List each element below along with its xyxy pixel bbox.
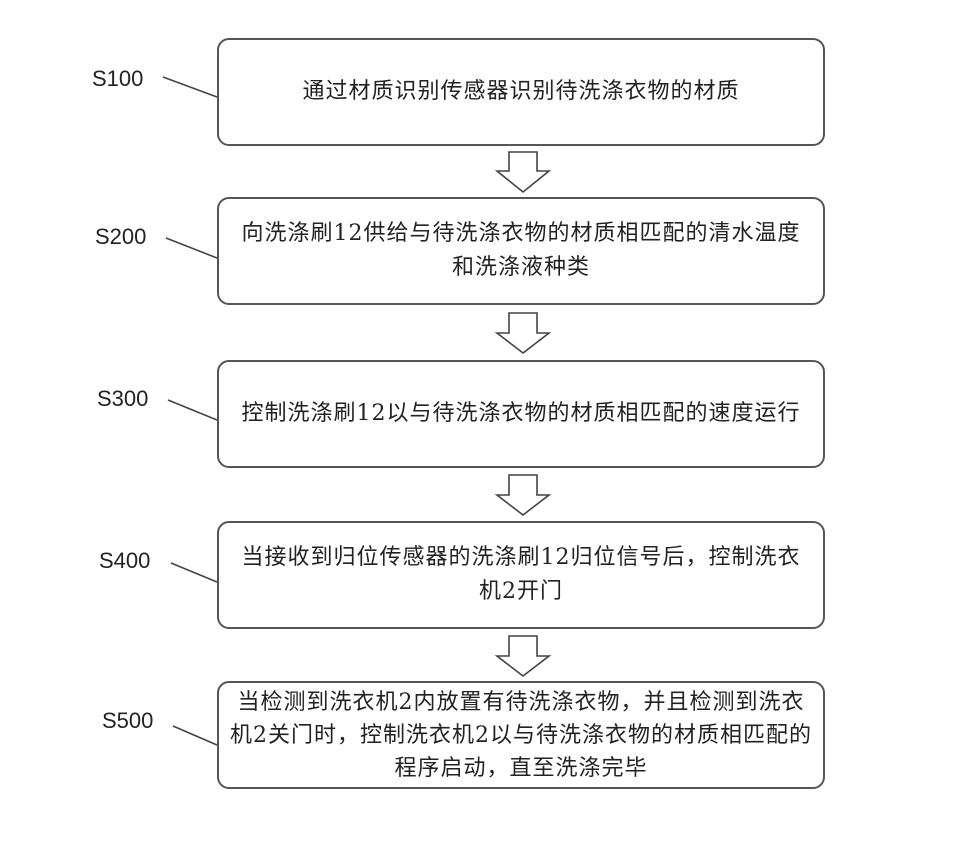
arrow-down-icon <box>494 635 552 678</box>
step-box-s200: 向洗涤刷12供给与待洗涤衣物的材质相匹配的清水温度和洗涤液种类 <box>217 197 825 305</box>
arrow-down-icon <box>494 312 552 355</box>
leader-line-s100 <box>162 76 218 98</box>
arrow-down-icon <box>494 474 552 517</box>
step-label-s400: S400 <box>99 548 151 573</box>
step-label-s500: S500 <box>102 708 154 733</box>
leader-line-s300 <box>167 399 218 421</box>
step-label-s100: S100 <box>92 66 144 91</box>
step-box-s100: 通过材质识别传感器识别待洗涤衣物的材质 <box>217 38 825 146</box>
step-box-s500: 当检测到洗衣机2内放置有待洗涤衣物，并且检测到洗衣机2关门时，控制洗衣机2以与待… <box>217 681 825 789</box>
step-box-s300: 控制洗涤刷12以与待洗涤衣物的材质相匹配的速度运行 <box>217 360 825 468</box>
step-text-s500: 当检测到洗衣机2内放置有待洗涤衣物，并且检测到洗衣机2关门时，控制洗衣机2以与待… <box>230 689 812 781</box>
arrow-down-icon <box>494 151 552 194</box>
step-text-s300: 控制洗涤刷12以与待洗涤衣物的材质相匹配的速度运行 <box>241 401 801 426</box>
step-text-s100: 通过材质识别传感器识别待洗涤衣物的材质 <box>302 79 740 104</box>
step-box-s400: 当接收到归位传感器的洗涤刷12归位信号后，控制洗衣机2开门 <box>217 521 825 629</box>
step-text-s200: 向洗涤刷12供给与待洗涤衣物的材质相匹配的清水温度和洗涤液种类 <box>241 221 801 280</box>
step-label-s300: S300 <box>97 386 149 411</box>
leader-line-s400 <box>170 562 218 583</box>
leader-line-s200 <box>165 237 218 259</box>
leader-line-s500 <box>172 725 218 746</box>
step-label-s200: S200 <box>95 224 147 249</box>
step-text-s400: 当接收到归位传感器的洗涤刷12归位信号后，控制洗衣机2开门 <box>241 545 801 604</box>
